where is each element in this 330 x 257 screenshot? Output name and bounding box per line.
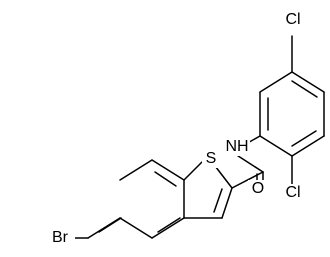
bond-a3-a4 — [291, 71, 325, 93]
bond-b1-b2-double — [98, 217, 122, 233]
cl-bottom-label-bg — [281, 184, 305, 202]
bond-b5-b6 — [151, 159, 185, 181]
bond-c3-c2 — [221, 187, 233, 219]
bond-a5-a6-double — [291, 130, 317, 147]
bond-a3-a4-double — [291, 80, 318, 98]
bond-b3-b4 — [151, 217, 185, 239]
bond-s-b5 — [183, 161, 203, 181]
o-label: O — [252, 180, 264, 197]
nh-label: NH — [225, 138, 248, 155]
cl-top-label-bg — [281, 11, 305, 29]
bond-a6-a1 — [259, 135, 293, 157]
bond-b5-b6-double — [154, 171, 177, 187]
cl-top-label: Cl — [285, 11, 300, 28]
bond-c2-carbonyl — [231, 171, 264, 189]
bond-a2-a3 — [259, 71, 293, 93]
s-label: S — [206, 150, 217, 167]
o-label-bg — [248, 180, 268, 198]
bond-b3-b4-double — [157, 217, 181, 233]
bond-b2-b3 — [119, 217, 153, 239]
nh-label-bg — [224, 138, 250, 156]
br-label-bg — [47, 229, 75, 247]
bond-c3-c2-double — [213, 188, 223, 213]
cl-bottom-label: Cl — [285, 184, 300, 201]
bond-b6-b1 — [119, 159, 153, 181]
s-label-bg — [202, 150, 220, 168]
bond-a5-a6 — [291, 135, 325, 157]
br-label: Br — [52, 229, 69, 246]
